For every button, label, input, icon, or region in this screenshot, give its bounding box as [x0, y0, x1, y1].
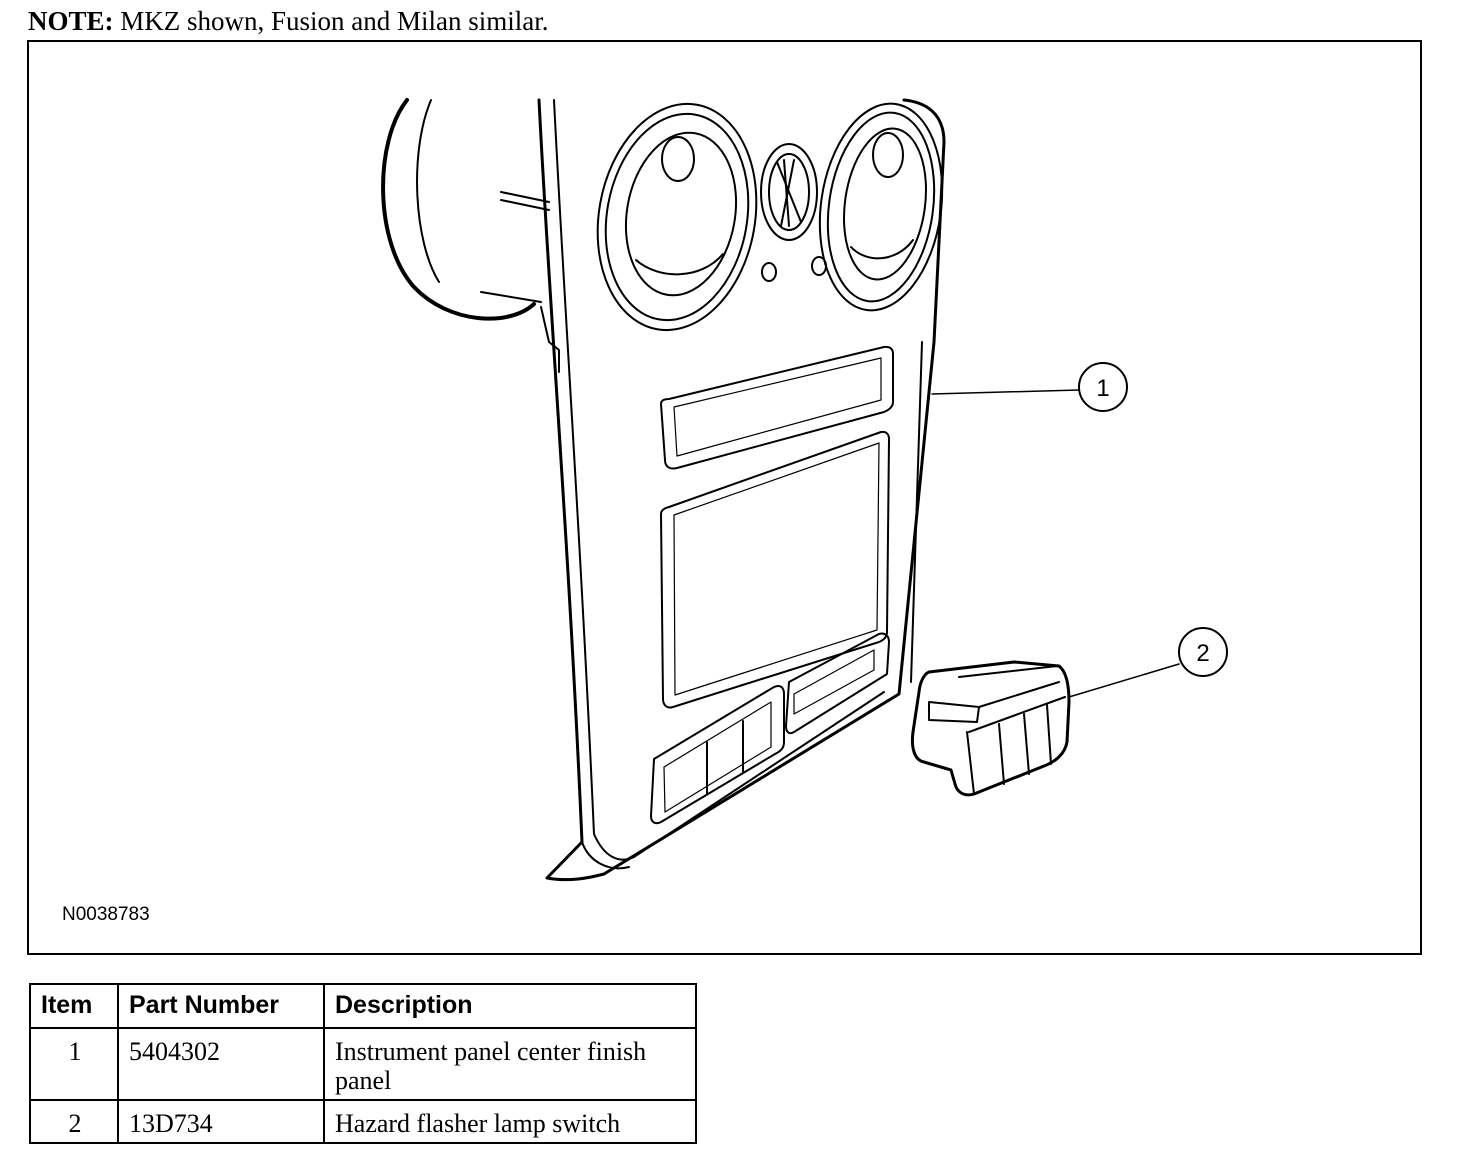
row-part-number: 13D734: [117, 1099, 325, 1144]
lower-switch-bank: [650, 632, 890, 825]
left-air-vent: [596, 102, 758, 332]
figure-frame: 1 2 N0038783: [27, 40, 1422, 955]
header-item: Item: [29, 983, 119, 1029]
callout-1-leader: [931, 389, 1080, 395]
header-description: Description: [323, 983, 697, 1029]
callout-2-leader: [1068, 663, 1180, 698]
row-part-number: 5404302: [117, 1027, 325, 1101]
note-text: MKZ shown, Fusion and Milan similar.: [120, 6, 549, 36]
figure-id: N0038783: [62, 904, 150, 925]
header-part-number: Part Number: [117, 983, 325, 1029]
table-row: 2 13D734 Hazard flasher lamp switch: [29, 1099, 697, 1144]
center-finish-panel: [537, 98, 946, 882]
callout-1-label: 1: [1096, 375, 1109, 402]
parts-table: Item Part Number Description 1 5404302 I…: [29, 983, 697, 1144]
note-label: NOTE:: [28, 6, 114, 36]
hazard-switch-illustration: [910, 660, 1071, 797]
callout-2-label: 2: [1196, 640, 1209, 667]
row-item: 2: [29, 1099, 119, 1144]
upper-display-opening: [660, 345, 894, 470]
callout-2-circle: [1178, 627, 1228, 677]
table-header-row: Item Part Number Description: [29, 983, 697, 1029]
right-air-vent: [818, 102, 944, 312]
callout-1-circle: [1078, 362, 1128, 412]
steering-column-shroud: [381, 98, 560, 373]
row-description: Instrument panel center finish panel: [323, 1027, 697, 1101]
center-clock-knob: [760, 143, 827, 282]
row-item: 1: [29, 1027, 119, 1101]
row-description: Hazard flasher lamp switch: [323, 1099, 697, 1144]
radio-opening: [660, 430, 890, 709]
note-line: NOTE: MKZ shown, Fusion and Milan simila…: [28, 4, 549, 38]
panel-illustration: 1 2: [381, 98, 1228, 882]
table-row: 1 5404302 Instrument panel center finish…: [29, 1027, 697, 1101]
